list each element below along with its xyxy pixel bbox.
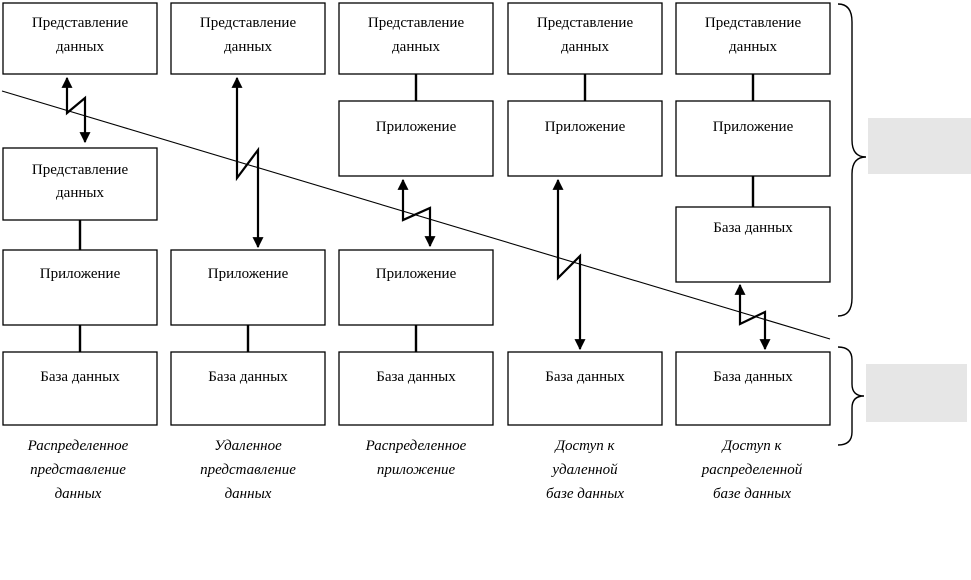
caption-line2: представление [30,462,126,478]
database-box [507,351,663,426]
application-label: Приложение [545,119,626,135]
caption-line3: базе данных [546,486,624,502]
network-link-arrow [552,178,586,351]
application-label: Приложение [376,266,457,282]
presentation-box [2,147,158,221]
application-box [507,100,663,177]
presentation-box [507,2,663,75]
network-link-arrow [397,178,436,248]
caption-line3: базе данных [713,486,791,502]
database-label: База данных [376,369,456,385]
database-label: База данных [40,369,120,385]
presentation-label-line1: Представление [200,15,297,31]
database-box [675,206,831,283]
database-label: База данных [713,220,793,236]
column-distributed-database-access: Представление данных Приложение База дан… [675,2,831,502]
lower-side-box [866,364,967,422]
presentation-label-line1: Представление [32,15,129,31]
upper-side-box [868,118,971,174]
presentation-label-line2: данных [561,39,609,55]
database-label: База данных [545,369,625,385]
column-distributed-presentation: Представление данных Представление данны… [2,2,158,502]
database-box [675,351,831,426]
presentation-label-line2: данных [56,185,104,201]
presentation-box [170,2,326,75]
database-label: База данных [208,369,288,385]
upper-brace [837,3,867,317]
presentation-label-line2: данных [729,39,777,55]
caption-line2: распределенной [701,462,803,478]
presentation-label-line1: Представление [705,15,802,31]
caption-line1: Доступ к [720,438,782,454]
caption-line1: Распределенное [27,438,129,454]
caption-line3: данных [55,486,102,502]
lower-brace [837,346,865,446]
caption-line1: Удаленное [214,438,282,454]
application-label: Приложение [376,119,457,135]
network-link-arrow [61,76,91,144]
caption-line2: приложение [377,462,456,478]
presentation-label-line2: данных [224,39,272,55]
database-box [2,351,158,426]
presentation-label-line1: Представление [368,15,465,31]
caption-line1: Доступ к [553,438,615,454]
presentation-box [2,2,158,75]
application-box [338,249,494,326]
database-label: База данных [713,369,793,385]
presentation-label-line1: Представление [32,162,129,178]
database-box [338,351,494,426]
application-box [675,100,831,177]
network-link-arrow [734,283,771,351]
network-link-arrow [231,76,264,249]
presentation-label-line2: данных [392,39,440,55]
presentation-label-line2: данных [56,39,104,55]
column-remote-presentation: Представление данных Приложение База дан… [170,2,326,502]
application-label: Приложение [713,119,794,135]
column-distributed-application: Представление данных Приложение Приложен… [338,2,494,478]
caption-line3: данных [225,486,272,502]
database-box [170,351,326,426]
presentation-box [675,2,831,75]
application-box [338,100,494,177]
application-box [170,249,326,326]
presentation-label-line1: Представление [537,15,634,31]
presentation-box [338,2,494,75]
caption-line2: представление [200,462,296,478]
application-box [2,249,158,326]
caption-line1: Распределенное [365,438,467,454]
application-label: Приложение [208,266,289,282]
caption-line2: удаленной [550,462,618,478]
column-remote-database-access: Представление данных Приложение База дан… [507,2,663,502]
application-label: Приложение [40,266,121,282]
